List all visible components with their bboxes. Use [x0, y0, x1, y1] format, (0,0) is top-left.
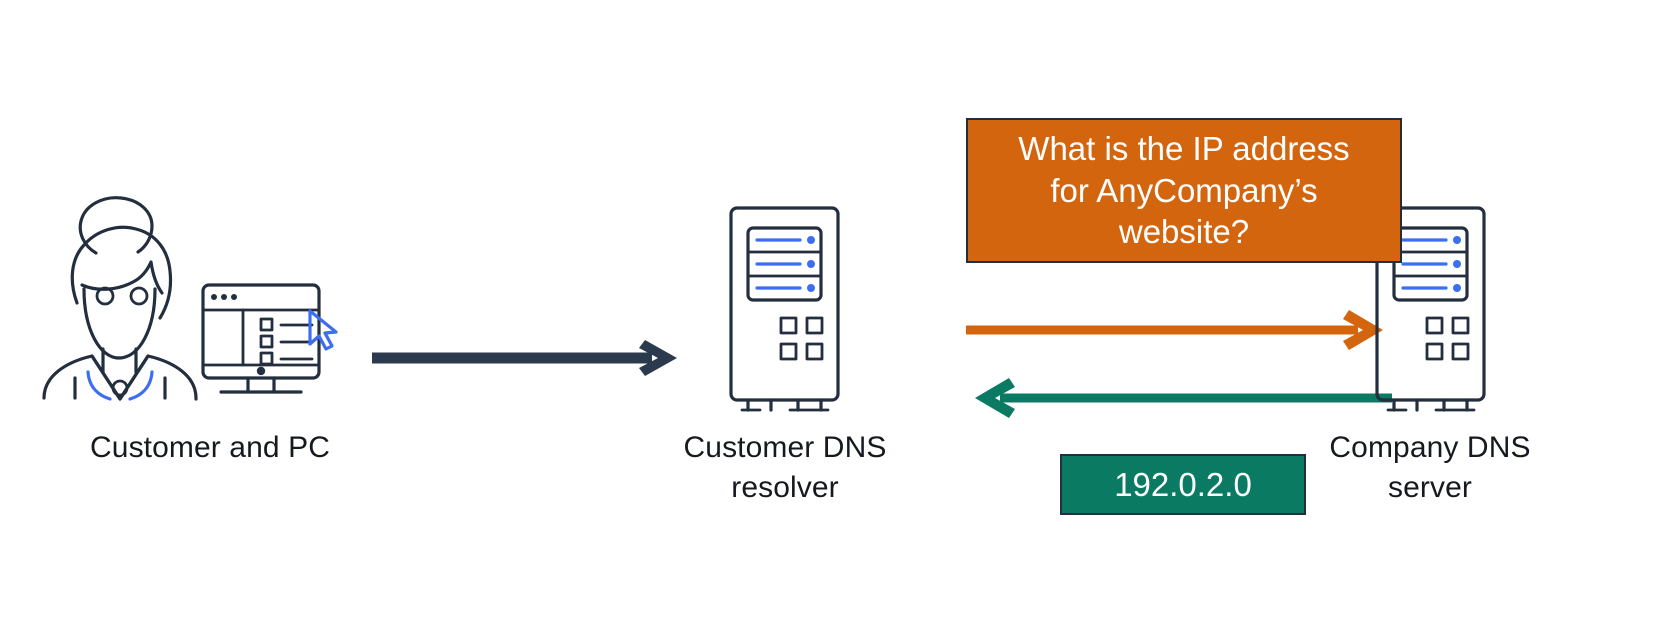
- arrow-right-icon-resolver-to-company: [966, 310, 1383, 350]
- node-label-customer-dns: Customer DNS resolver: [683, 431, 887, 504]
- arrow-left-icon-company-to-resolver: [975, 378, 1392, 418]
- arrow-right-icon-pc-to-resolver: [372, 340, 677, 376]
- answer-callout: 192.0.2.0: [1060, 454, 1306, 515]
- server-tower-icon-customer: [729, 206, 840, 412]
- cursor-icon: [308, 309, 338, 351]
- node-label-customer-pc: Customer and PC: [90, 431, 330, 464]
- server-tower-icon-company: [1375, 206, 1486, 412]
- node-label-company-dns: Company DNS server: [1329, 431, 1531, 504]
- person-icon: [42, 196, 198, 401]
- monitor-icon: [201, 283, 338, 394]
- query-callout: What is the IP address for AnyCompany’s …: [966, 118, 1402, 263]
